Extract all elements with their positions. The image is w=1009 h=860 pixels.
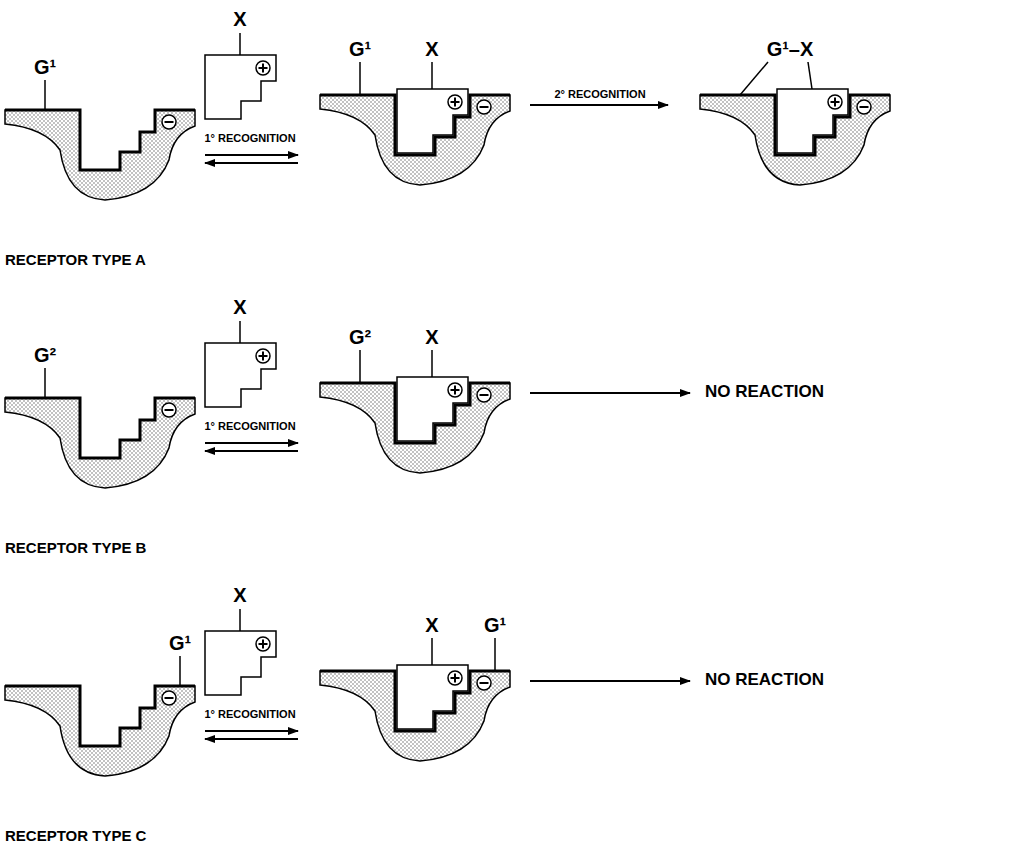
guest: [397, 89, 468, 153]
reverse-arrow: [205, 162, 298, 164]
guest-stem: [431, 638, 433, 665]
arrow-label: 1° RECOGNITION: [204, 132, 295, 144]
guest: [397, 377, 468, 441]
receptor: [5, 686, 195, 776]
guest-stem: [431, 350, 433, 377]
guest-stem: [431, 62, 433, 89]
guest-stem: [239, 321, 241, 343]
group-stem: [179, 656, 181, 686]
guest: [777, 89, 848, 153]
group-label: G¹: [349, 38, 371, 60]
forward-arrow: [205, 442, 298, 444]
reaction-arrow: [530, 392, 690, 394]
group-label: G¹: [484, 614, 506, 636]
arrow-label: 1° RECOGNITION: [204, 708, 295, 720]
product-label: G¹–X: [767, 38, 814, 60]
group-stem: [740, 62, 768, 95]
row-b: [5, 321, 690, 488]
reaction-arrow: [530, 680, 690, 682]
arrow-label: 2° RECOGNITION: [554, 88, 645, 100]
row-c: [5, 609, 690, 776]
result-label: NO REACTION: [705, 671, 824, 690]
row-title: RECEPTOR TYPE A: [5, 252, 146, 269]
result-label: NO REACTION: [705, 383, 824, 402]
row-title: RECEPTOR TYPE B: [5, 540, 146, 557]
guest-label: X: [233, 8, 246, 30]
group-label: G¹: [169, 632, 191, 654]
group-stem: [44, 80, 46, 110]
group-label: G¹: [34, 56, 56, 78]
guest-label: X: [233, 584, 246, 606]
guest: [205, 55, 276, 119]
group-stem: [494, 638, 496, 671]
receptor: [5, 110, 195, 200]
forward-arrow: [205, 730, 298, 732]
group-stem: [359, 62, 361, 95]
reverse-arrow: [205, 450, 298, 452]
guest-label: X: [425, 614, 438, 636]
group-stem: [359, 350, 361, 383]
group-label: G²: [349, 326, 371, 348]
forward-arrow: [205, 154, 298, 156]
row-title: RECEPTOR TYPE C: [5, 828, 146, 845]
row-a: [5, 33, 890, 200]
guest-label: X: [425, 38, 438, 60]
guest-label: X: [233, 296, 246, 318]
receptor: [5, 398, 195, 488]
reaction-arrow: [530, 104, 668, 106]
guest: [205, 343, 276, 407]
guest-stem: [239, 33, 241, 55]
guest: [397, 665, 468, 729]
arrow-label: 1° RECOGNITION: [204, 420, 295, 432]
guest-label: X: [425, 326, 438, 348]
guest-stem: [808, 62, 812, 89]
group-label: G²: [34, 344, 56, 366]
group-stem: [44, 368, 46, 398]
guest: [205, 631, 276, 695]
reverse-arrow: [205, 738, 298, 740]
guest-stem: [239, 609, 241, 631]
